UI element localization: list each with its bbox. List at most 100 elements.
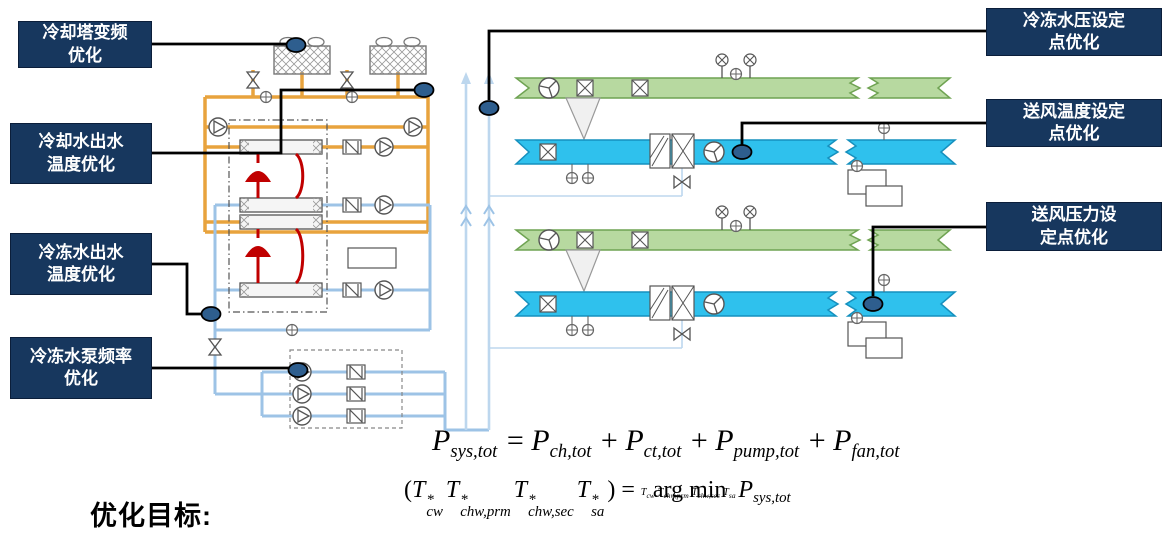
ahu-group-2 — [513, 205, 958, 359]
damper-icon — [631, 79, 649, 97]
damper-icon — [539, 295, 557, 313]
callout-cooling-tower-vfd: 冷却塔变频 优化 — [18, 21, 152, 68]
buffer-tank-icon — [347, 247, 397, 269]
callout-chw-outlet-temp: 冷冻水出水 温度优化 — [10, 233, 152, 295]
secondary-pump-icon — [292, 384, 312, 404]
callout-text: 优化 — [68, 45, 102, 65]
callout-text: 送风压力设 — [1031, 205, 1117, 225]
secondary-pump-icon — [292, 406, 312, 426]
callout-text: 优化 — [64, 369, 98, 388]
connection-marker — [285, 37, 307, 53]
terminal-unit — [865, 185, 903, 207]
sensor-icon — [581, 171, 595, 185]
return-air-sensor-icon — [729, 67, 743, 81]
return-air-duct — [866, 229, 953, 251]
equations-block: Psys,tot = Pch,tot + Pct,tot + Ppump,tot… — [404, 424, 1004, 520]
check-valve-icon — [346, 386, 366, 402]
pump-icon — [374, 137, 394, 157]
callout-text: 送风温度设定 — [1023, 101, 1125, 121]
mixing-plenum — [565, 249, 601, 293]
connection-marker — [731, 144, 753, 160]
temperature-sensor-icon — [285, 323, 299, 337]
sensor-icon — [565, 171, 579, 185]
connection-marker — [413, 82, 435, 98]
exhaust-damper-icon — [715, 53, 729, 67]
check-valve-icon — [342, 197, 362, 213]
isolation-valve-icon — [208, 338, 222, 356]
supply-air-duct — [844, 139, 958, 165]
connector-cw-outlet-temp — [152, 88, 415, 155]
return-air-duct — [513, 77, 862, 99]
ahu-group-1 — [513, 53, 958, 207]
callout-connectors — [152, 29, 986, 370]
return-air-duct — [513, 229, 862, 251]
terminal-unit — [865, 337, 903, 359]
sensor-icon — [850, 159, 864, 173]
callout-supply-air-temp-setpoint: 送风温度设定 点优化 — [986, 99, 1162, 147]
exhaust-damper-icon — [715, 205, 729, 219]
damper-icon — [576, 231, 594, 249]
check-valve-icon — [346, 364, 366, 380]
callout-text: 定点优化 — [1040, 227, 1108, 247]
secondary-pump-group — [289, 349, 403, 429]
condenser-pump-icon — [208, 117, 228, 137]
connection-marker — [287, 362, 309, 378]
sensor-icon — [850, 311, 864, 325]
connector-supply-air-temp-setpoint — [740, 121, 986, 145]
sensor-icon — [565, 323, 579, 337]
connection-marker — [478, 100, 500, 116]
cooling-tower-icon — [369, 36, 427, 75]
damper-icon — [539, 143, 557, 161]
supply-fan-icon — [703, 141, 725, 163]
refrigerant-loop — [245, 152, 305, 285]
temperature-sensor-icon — [345, 90, 359, 104]
riser-arrow-icon — [461, 72, 471, 84]
connection-markers — [200, 37, 884, 378]
temperature-sensor-icon — [259, 90, 273, 104]
condenser-pump-icon — [403, 117, 423, 137]
pipe-break-chevrons — [460, 204, 495, 227]
supply-air-duct — [844, 291, 958, 317]
exhaust-damper-icon — [743, 205, 757, 219]
callout-text: 冷冻水压设定 — [1023, 10, 1125, 30]
return-fan-icon — [538, 229, 560, 251]
callout-supply-air-pressure-setpoint: 送风压力设 定点优化 — [986, 202, 1162, 251]
mixing-plenum — [565, 97, 601, 141]
damper-icon — [576, 79, 594, 97]
callout-chw-pressure-setpoint: 冷冻水压设定 点优化 — [986, 8, 1162, 56]
callout-text: 冷冻水出水 — [38, 242, 124, 262]
chiller-package — [228, 119, 397, 313]
return-fan-icon — [538, 77, 560, 99]
check-valve-icon — [342, 139, 362, 155]
primary-chw-pump-icon — [374, 195, 394, 215]
supply-fan-icon — [703, 293, 725, 315]
connector-chw-outlet-temp — [152, 262, 202, 316]
callout-text: 冷冻水泵频率 — [30, 346, 132, 366]
check-valve-icon — [346, 408, 366, 424]
callout-text: 冷却塔变频 — [42, 23, 128, 43]
connector-supply-air-pressure-setpoint — [871, 225, 986, 296]
tower-valve-icon — [246, 71, 260, 89]
connection-marker — [862, 296, 884, 312]
check-valve-icon — [342, 282, 362, 298]
callout-text: 温度优化 — [47, 265, 115, 284]
duct-sensor-icon — [877, 273, 891, 287]
callout-text: 冷却水出水 — [38, 132, 124, 152]
return-air-sensor-icon — [729, 219, 743, 233]
callout-text: 点优化 — [1048, 124, 1100, 143]
chilled-water-risers — [460, 72, 683, 430]
tower-valve-icon — [340, 71, 354, 89]
damper-icon — [631, 231, 649, 249]
connector-chw-pressure-setpoint — [487, 29, 986, 100]
callout-cw-outlet-temp: 冷却水出水 温度优化 — [10, 123, 152, 184]
return-air-duct — [866, 77, 953, 99]
coil-branch-piping — [489, 164, 683, 349]
exhaust-damper-icon — [743, 53, 757, 67]
equation-total-power: Psys,tot = Pch,tot + Pct,tot + Ppump,tot… — [432, 424, 900, 462]
sensor-icon — [581, 323, 595, 337]
primary-chw-pump-icon — [374, 280, 394, 300]
callout-chw-pump-frequency: 冷冻水泵频率 优化 — [10, 337, 152, 399]
